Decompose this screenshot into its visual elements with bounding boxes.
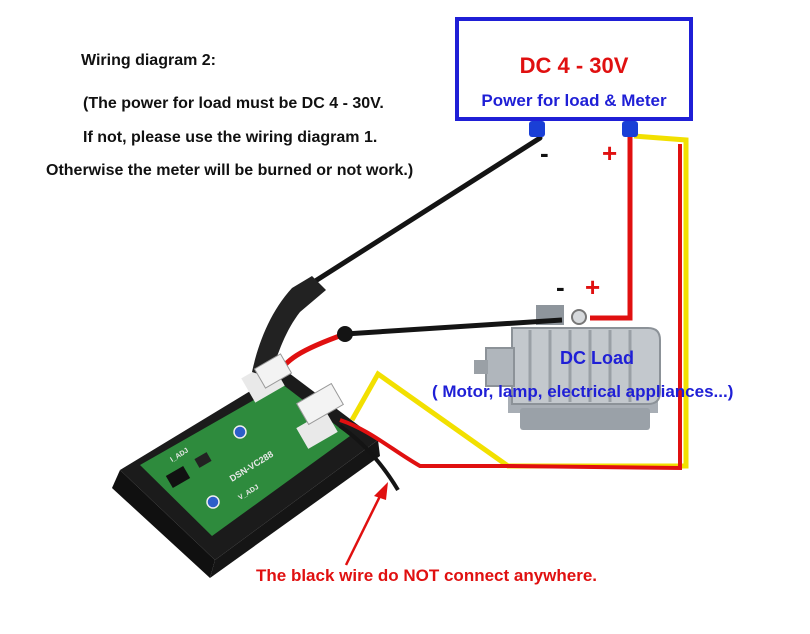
load-positive-sign: +	[585, 272, 601, 302]
red-wire-meter-positive	[339, 144, 682, 471]
warning-text: The black wire do NOT connect anywhere.	[256, 566, 598, 585]
black-wire-unconnected	[338, 424, 400, 492]
note-line-3: Otherwise the meter will be burned or no…	[46, 162, 414, 179]
note-line-1: (The power for load must be DC 4 - 30V.	[83, 95, 384, 112]
warning-arrow-icon	[344, 482, 388, 566]
power-supply-title: DC 4 - 30V	[519, 53, 629, 78]
black-wire-load-negative	[337, 317, 563, 342]
load-negative-sign: -	[556, 272, 565, 302]
load-title: DC Load	[560, 348, 634, 368]
motor-icon	[474, 305, 661, 430]
note-line-2: If not, please use the wiring diagram 1.	[83, 129, 378, 146]
psu-positive-terminal	[622, 121, 638, 137]
diagram-title: Wiring diagram 2:	[81, 52, 216, 69]
meter-connector	[253, 353, 345, 426]
load-subtitle: ( Motor, lamp, electrical appliances...)	[432, 382, 734, 401]
voltmeter-module: DSN-VC288 I_ADJ V_ADJ	[112, 361, 380, 578]
red-wire-psu-positive	[590, 136, 633, 321]
psu-positive-sign: +	[602, 138, 618, 168]
power-supply-subtitle: Power for load & Meter	[481, 91, 667, 110]
psu-negative-terminal	[529, 121, 545, 137]
psu-negative-sign: -	[540, 138, 549, 168]
power-supply-box: DC 4 - 30V Power for load & Meter	[455, 17, 693, 121]
